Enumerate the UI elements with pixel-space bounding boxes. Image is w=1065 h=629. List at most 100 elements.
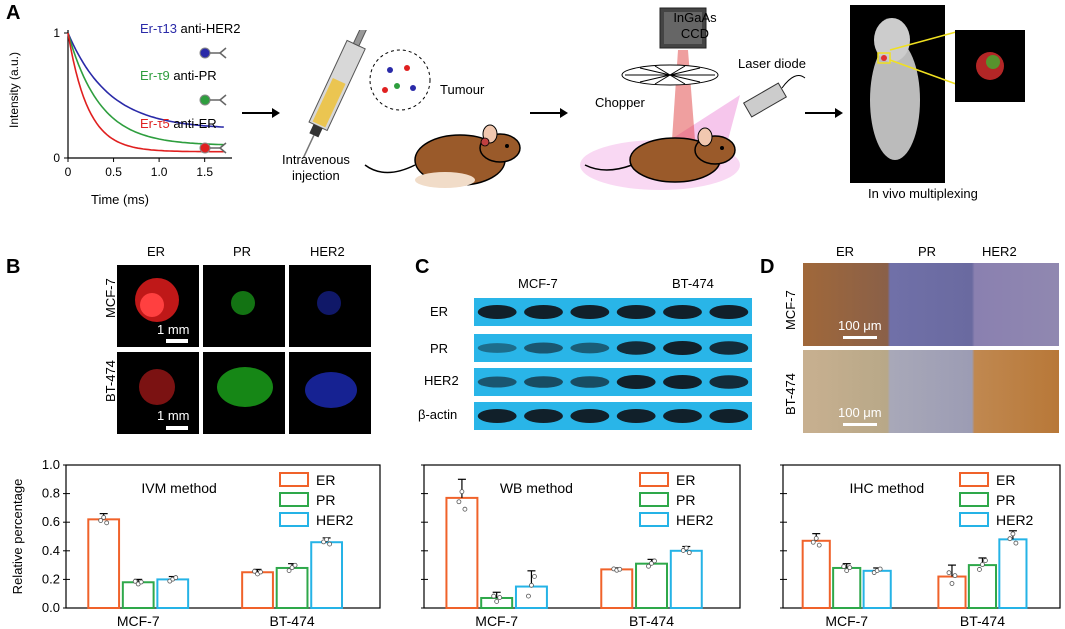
bar [801,539,831,609]
blot-her2 [474,368,752,396]
bar [310,541,344,609]
blot-band [477,343,517,353]
blot-er [474,298,752,326]
y-tick-label: 0.8 [42,486,60,501]
antibody-icon [199,142,211,154]
data-point [138,579,144,585]
b-col-pr: PR [233,244,252,259]
blot-band [663,409,702,423]
bar [241,571,274,609]
data-point [816,542,822,548]
blot-band [663,341,702,355]
y-tick-label: 0.6 [42,514,60,529]
data-point [289,565,295,571]
blot-bactin [474,402,752,430]
blot-band [524,376,563,388]
blot-band [616,341,656,355]
decay-curve-label: Er-τ9 anti-PR [140,68,217,83]
legend-label: ER [996,472,1015,488]
legend-swatch [639,512,669,527]
data-point [649,560,654,566]
bar [669,549,703,610]
chart-title: WB method [500,480,573,496]
category-label: MCF-7 [117,613,160,629]
b-scalebar-1 [166,339,188,343]
data-point [877,566,883,572]
decay-ylabel: Intensity (a.u.) [7,52,21,128]
legend-label: HER2 [996,512,1034,528]
blot-band [570,305,610,319]
d-scalebar-2 [843,423,877,426]
data-point [132,578,138,584]
c-row-pr: PR [430,341,449,356]
decay-xtick: 1.5 [196,165,213,179]
data-point [292,562,298,568]
blot-band [570,342,610,354]
micro-mcf7-pr [203,265,285,347]
data-point [532,574,537,579]
c-row-her2: HER2 [424,373,459,388]
y-tick-label: 1.0 [42,457,60,472]
decay-xtick: 0.5 [105,165,122,179]
data-point [983,558,988,563]
legend-swatch [959,492,989,507]
blot-band [477,376,517,388]
data-point [104,520,110,526]
decay-ytick: 0 [53,151,60,165]
ihc-bt474 [803,350,1059,433]
panel-letter-d: D [760,256,775,278]
legend-label: HER2 [676,512,714,528]
blot-band [477,305,517,319]
arrow-right-icon [805,108,843,118]
b-row-bt474: BT-474 [103,360,118,402]
b-col-her2: HER2 [310,244,345,259]
decay-curve [67,32,224,146]
bar [635,562,669,609]
c-group-bt474: BT-474 [672,276,714,291]
data-point [258,569,263,575]
data-point [491,593,497,599]
d-scalebar-1 [843,336,877,339]
antibody-icon [199,47,211,59]
label-ingaas: InGaAs [673,10,717,25]
data-point [286,568,292,573]
micro-bt474-her2 [289,352,371,434]
b-scale-1: 1 mm [157,322,190,337]
bar [445,496,479,609]
chart-title: IHC method [849,480,924,496]
label-intravenous: Intravenous [282,152,350,167]
decay-curve [67,32,224,153]
nanoparticle-bubble [369,49,431,111]
bar [514,585,548,610]
decay-ytick: 1 [53,26,60,40]
data-point [952,573,958,579]
data-point [1013,540,1019,546]
blot-band [616,305,656,319]
data-point [980,562,985,567]
data-point [529,582,534,588]
d-scale-2: 100 μm [838,405,882,420]
panel-letter-c: C [415,256,430,278]
antibody-icon [199,94,211,106]
panel-letter-b: B [6,256,21,278]
data-point [497,595,503,600]
in-vivo-zoom [955,30,1025,102]
blot-band [709,305,749,319]
arrow-right-icon [242,108,280,118]
data-point [462,506,468,512]
category-label: BT-474 [629,613,674,629]
data-point [946,570,952,576]
decay-xlabel: Time (ms) [91,192,149,207]
category-label: BT-474 [270,613,315,629]
arrow-right-icon [530,108,568,118]
imaging-setup-illustration [580,7,806,190]
micro-bt474-er [117,352,199,434]
data-point [173,575,179,580]
category-label: MCF-7 [825,613,868,629]
decay-xtick: 1.0 [151,165,168,179]
data-point [617,566,623,572]
legend-label: PR [316,492,335,508]
legend-swatch [279,472,309,487]
data-point [652,558,657,564]
